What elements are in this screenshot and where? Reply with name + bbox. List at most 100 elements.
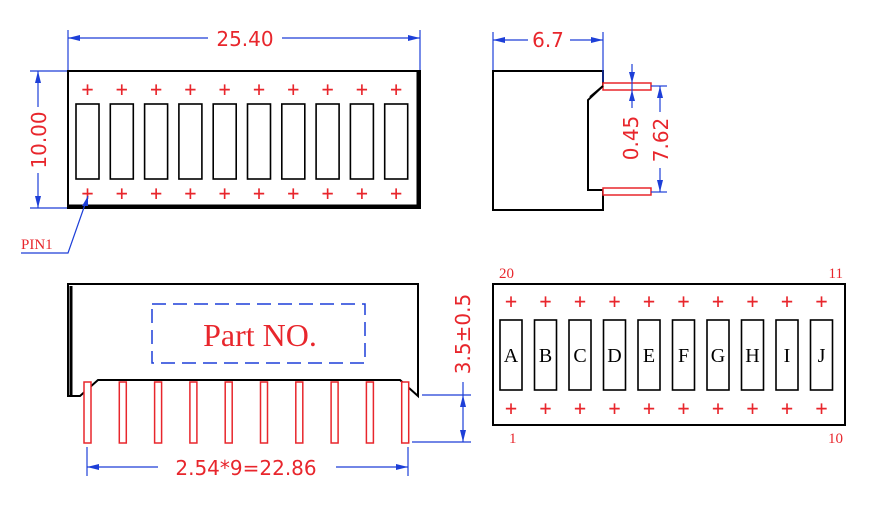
front-view: Part NO. 2.54*9=22.86 3.5±0.5 xyxy=(67,283,475,480)
top-view: + + + + + + + + + + + + + + + + + + + + 25.40 10.00 PIN1 xyxy=(21,26,421,254)
top-view-segment-window xyxy=(280,103,306,180)
segment-label: E xyxy=(643,345,655,367)
pin-layout-segment xyxy=(740,319,765,391)
pin-layout-top-plus-marker: + xyxy=(781,289,793,313)
top-view-segment-window xyxy=(246,103,272,180)
segment-label: H xyxy=(745,345,759,367)
top-plus-marker: + xyxy=(184,77,196,101)
pin-layout-segment xyxy=(809,319,834,391)
segment-label: B xyxy=(539,345,552,367)
bottom-plus-marker: + xyxy=(253,181,265,205)
front-view-pin xyxy=(365,381,375,444)
segment-label: A xyxy=(504,345,519,367)
pin-layout-top-plus-marker: + xyxy=(815,289,827,313)
segment-label: D xyxy=(607,345,621,367)
pin-layout-segment xyxy=(671,319,696,391)
pin-span-dimension: 2.54*9=22.86 xyxy=(175,456,316,480)
top-view-segment-window xyxy=(109,103,135,180)
bottom-plus-marker: + xyxy=(81,181,93,205)
bottom-plus-marker: + xyxy=(356,181,368,205)
pin-layout-bottom-plus-marker: + xyxy=(643,396,655,420)
pin-layout-segment xyxy=(637,319,661,391)
pin-height-dimension: 3.5±0.5 xyxy=(451,294,475,374)
pin-layout-segment xyxy=(533,319,558,391)
bottom-plus-marker: + xyxy=(322,181,334,205)
pin-layout-bottom-plus-marker: + xyxy=(781,396,793,420)
top-view-segment-window xyxy=(349,103,375,180)
pin-layout-top-plus-marker: + xyxy=(574,289,586,313)
pin-layout-top-plus-marker: + xyxy=(643,289,655,313)
top-view-segments xyxy=(75,103,409,180)
pin-layout-segment xyxy=(706,319,730,391)
pin-1-label: 1 xyxy=(509,431,517,447)
pin-pitch-dimension: 7.62 xyxy=(649,118,673,163)
pin1-label: PIN1 xyxy=(21,237,53,253)
top-plus-marker: + xyxy=(390,77,402,101)
height-dimension: 10.00 xyxy=(27,111,51,168)
front-view-pin xyxy=(189,381,198,444)
front-view-pin xyxy=(330,381,339,444)
pin-layout-top-plus-marker: + xyxy=(608,289,620,313)
part-number-label: Part NO. xyxy=(203,317,317,353)
pin-10-label: 10 xyxy=(828,431,843,447)
pin-layout-top-plus-marker: + xyxy=(677,289,689,313)
top-plus-marker: + xyxy=(287,77,299,101)
top-view-segment-window xyxy=(143,103,169,180)
bottom-plus-marker: + xyxy=(116,181,128,205)
pin-layout-segment xyxy=(602,319,627,391)
pin-layout-segment xyxy=(568,319,592,391)
pin-layout-bottom-plus: + + + + + + + + + + xyxy=(505,396,828,420)
pin-layout-bottom-plus-marker: + xyxy=(608,396,620,420)
side-view: 6.7 0.45 7.62 xyxy=(492,28,673,211)
bottom-plus-marker: + xyxy=(390,181,402,205)
segment-label: F xyxy=(678,345,689,367)
top-view-segment-window xyxy=(315,103,340,180)
bottom-plus-marker: + xyxy=(184,181,196,205)
front-view-pin xyxy=(83,381,92,444)
depth-dimension: 6.7 xyxy=(532,28,564,52)
pin-layout-bottom-plus-marker: + xyxy=(539,396,551,420)
segment-label: J xyxy=(818,345,826,367)
bottom-plus-marker: + xyxy=(287,181,299,205)
pin-layout-top-plus-marker: + xyxy=(505,289,517,313)
pin-layout-bottom-plus-marker: + xyxy=(505,396,517,420)
segment-label: C xyxy=(573,345,586,367)
front-view-pin xyxy=(259,381,269,444)
front-view-pins xyxy=(83,381,410,444)
pin-layout-bottom-plus-marker: + xyxy=(746,396,758,420)
bottom-plus-row: + + + + + + + + + + xyxy=(81,181,402,205)
front-view-pin xyxy=(400,381,410,444)
pin-layout-segment xyxy=(775,319,799,391)
pin-20-label: 20 xyxy=(499,266,514,282)
segment-label: G xyxy=(711,345,725,367)
pin-layout-bottom-plus-marker: + xyxy=(712,396,724,420)
top-plus-marker: + xyxy=(253,77,265,101)
pin-layout-bottom-plus-marker: + xyxy=(574,396,586,420)
pin-layout-top-plus-marker: + xyxy=(746,289,758,313)
bottom-plus-marker: + xyxy=(150,181,162,205)
pin-layout-top-plus-marker: + xyxy=(539,289,551,313)
top-plus-marker: + xyxy=(356,77,368,101)
top-plus-marker: + xyxy=(219,77,231,101)
bottom-plus-marker: + xyxy=(219,181,231,205)
front-view-pin xyxy=(224,381,233,444)
pin-layout-bottom-plus-marker: + xyxy=(677,396,689,420)
top-view-segment-window xyxy=(212,103,237,180)
pin-layout-bottom-plus-marker: + xyxy=(815,396,827,420)
top-plus-marker: + xyxy=(150,77,162,101)
top-view-segment-window xyxy=(178,103,203,180)
top-plus-marker: + xyxy=(322,77,334,101)
top-plus-marker: + xyxy=(81,77,93,101)
top-plus-marker: + xyxy=(116,77,128,101)
front-view-pin xyxy=(153,381,163,444)
segment-label: I xyxy=(784,345,791,367)
pin-layout-segment xyxy=(499,319,523,391)
pin-layout-top-plus-marker: + xyxy=(712,289,724,313)
front-view-pin xyxy=(118,381,128,444)
top-view-segment-window xyxy=(75,103,100,180)
pin-layout-top-plus: + + + + + + + + + + xyxy=(505,289,828,313)
width-dimension: 25.40 xyxy=(216,27,273,51)
